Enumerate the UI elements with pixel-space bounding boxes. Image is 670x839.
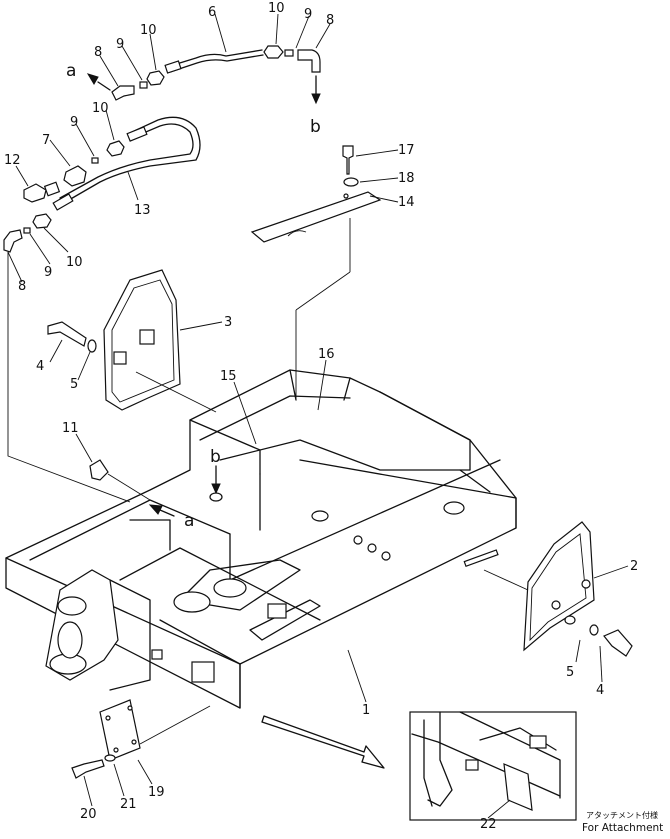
callout-10: 10 (66, 255, 83, 270)
callout-7: 7 (42, 133, 50, 148)
flow-labels: a b b a (66, 61, 321, 531)
callout-3: 3 (224, 315, 232, 330)
callout-15: 15 (220, 369, 237, 384)
callout-10: 10 (92, 101, 109, 116)
callout-labels: 6 10 9 8 8 9 10 10 9 7 12 13 10 9 8 17 1… (4, 1, 638, 832)
callout-11: 11 (62, 421, 79, 436)
flow-label-a: a (66, 61, 76, 81)
callout-16: 16 (318, 347, 335, 362)
callout-22: 22 (480, 817, 497, 832)
callout-10: 10 (140, 23, 157, 38)
callout-13: 13 (134, 203, 151, 218)
hose-assembly (3, 45, 321, 253)
callout-9: 9 (116, 37, 124, 52)
side-plate-2 (483, 521, 633, 657)
callout-8: 8 (94, 45, 102, 60)
callout-1: 1 (362, 703, 370, 718)
attachment-inset (409, 711, 577, 821)
inset-caption-jp: アタッチメント付様 (586, 810, 658, 820)
callout-20: 20 (80, 807, 97, 822)
callout-4: 4 (596, 683, 604, 698)
callout-17: 17 (398, 143, 415, 158)
callout-12: 12 (4, 153, 21, 168)
screw-11 (89, 459, 151, 501)
flow-label-b: b (210, 447, 221, 467)
inset-caption-en: For Attachment (582, 822, 663, 834)
cover-plate-hardware (250, 145, 382, 400)
callout-19: 19 (148, 785, 165, 800)
callout-9: 9 (70, 115, 78, 130)
flow-label-a: a (184, 511, 194, 531)
callout-5: 5 (70, 377, 78, 392)
leader-lines (7, 13, 629, 819)
bolt-washer-left (47, 321, 97, 353)
callout-5: 5 (566, 665, 574, 680)
inset-pointer-arrow (261, 715, 385, 769)
cover-19 (71, 699, 211, 779)
callout-4: 4 (36, 359, 44, 374)
callout-18: 18 (398, 171, 415, 186)
main-frame (5, 252, 517, 709)
side-plate-3 (103, 269, 217, 413)
flow-label-b: b (310, 117, 321, 137)
callout-14: 14 (398, 195, 415, 210)
callout-10: 10 (268, 1, 285, 16)
callout-8: 8 (18, 279, 26, 294)
callout-8: 8 (326, 13, 334, 28)
callout-6: 6 (208, 5, 216, 20)
callout-9: 9 (44, 265, 52, 280)
callout-9: 9 (304, 7, 312, 22)
callout-2: 2 (630, 559, 638, 574)
callout-21: 21 (120, 797, 137, 812)
